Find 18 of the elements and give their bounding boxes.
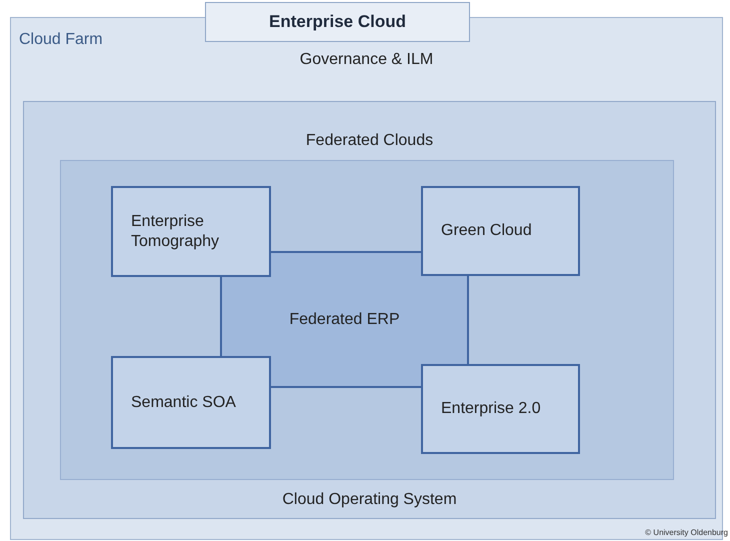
layer-label: Cloud Operating System (281, 490, 458, 510)
tab-title: Enterprise Cloud (268, 11, 407, 34)
layer-label: Governance & ILM (298, 50, 434, 70)
inner-container (60, 160, 674, 480)
component-box (111, 186, 271, 277)
title-tab (205, 2, 470, 42)
component-label: Green Cloud (441, 221, 533, 241)
copyright-note: © University Oldenburg (645, 527, 728, 539)
container-title: Cloud Farm (19, 30, 103, 50)
component-label: Federated ERP (289, 310, 400, 330)
component-label: Semantic SOA (131, 392, 237, 412)
component-label: Enterprise Tomography (131, 212, 220, 252)
layer-label: Federated Clouds (304, 131, 434, 151)
layer-container (23, 101, 716, 519)
component-box (421, 364, 580, 454)
component-box (421, 186, 580, 276)
component-label: Enterprise 2.0 (441, 399, 542, 419)
component-box (111, 356, 271, 449)
